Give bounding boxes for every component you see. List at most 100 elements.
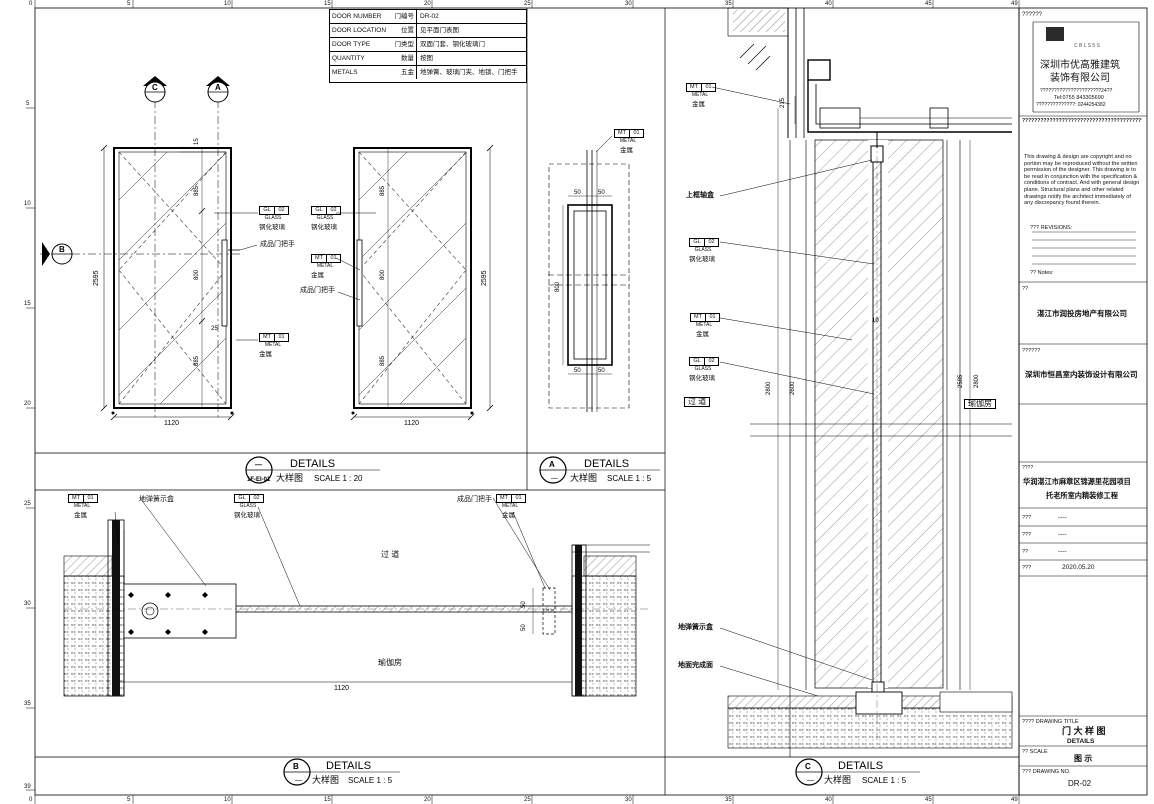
row-label-en: DOOR TYPE bbox=[332, 41, 371, 48]
dim-b-width: 1120 bbox=[334, 685, 349, 692]
section-marker-c: C bbox=[143, 76, 167, 103]
client-name: 湛江市润投房地产有限公司 bbox=[1037, 309, 1127, 318]
svg-text:—: — bbox=[551, 475, 558, 482]
project-name: 华润湛江市麻章区锦源里花园项目 bbox=[1023, 477, 1131, 486]
svg-text:大样图: 大样图 bbox=[824, 774, 851, 785]
door-elevation-left bbox=[40, 100, 240, 421]
detail-title-c: C — DETAILS 大样图 SCALE 1 : 5 bbox=[795, 758, 920, 786]
company-name: 深圳市优高雅建筑 bbox=[1040, 60, 1120, 71]
dim-885b: 885 bbox=[194, 355, 200, 366]
detail-title-a: A — DETAILS 大样图 SCALE 1 : 5 bbox=[539, 456, 660, 484]
ruler-tick: 20 bbox=[424, 1, 431, 7]
handle-label: 成品门把手 bbox=[300, 287, 335, 294]
ruler-tick: 25 bbox=[24, 501, 31, 507]
floor-spring-label: 地弹簧示盒 bbox=[139, 496, 174, 503]
ruler-tick: 35 bbox=[725, 797, 732, 803]
svg-text:SCALE 1 : 5: SCALE 1 : 5 bbox=[348, 776, 393, 785]
dim-15: 15 bbox=[194, 138, 200, 145]
svg-text:B: B bbox=[293, 762, 299, 771]
project-name-2: 托老所室内精装修工程 bbox=[1046, 491, 1118, 500]
ruler-tick: 40 bbox=[825, 797, 832, 803]
scale-label: ?? SCALE bbox=[1022, 749, 1048, 755]
svg-text:C: C bbox=[805, 762, 811, 771]
ruler-tick: 35 bbox=[24, 701, 31, 707]
svg-text:SCALE 1 : 5: SCALE 1 : 5 bbox=[862, 776, 907, 785]
dim-width-right: 1120 bbox=[404, 420, 419, 427]
detail-b-drawing bbox=[63, 519, 650, 697]
ruler-tick: 15 bbox=[324, 797, 331, 803]
drawing-title: 门 大 样 图 bbox=[1062, 726, 1106, 736]
ruler-tick: 25 bbox=[524, 797, 531, 803]
info-value: ---- bbox=[1058, 514, 1067, 521]
svg-text:大样图: 大样图 bbox=[312, 774, 339, 785]
dim-c-2800b: 2800 bbox=[974, 374, 980, 388]
ruler-tick: 0 bbox=[29, 797, 33, 803]
designer-name: 深圳市恒昌室内装饰设计有限公司 bbox=[1025, 370, 1138, 379]
section-marker-b: B bbox=[42, 242, 73, 266]
yoga-room-label: 瑜伽房 bbox=[378, 658, 402, 667]
drawing-title-label: ???? DRAWING TITLE bbox=[1022, 719, 1079, 725]
dim-c-2600: 2600 bbox=[790, 381, 796, 395]
row-label-cn: 门编号 bbox=[394, 13, 415, 20]
yoga-room-label-c: 瑜伽房 bbox=[964, 399, 996, 409]
drawing-no: DR-02 bbox=[1068, 779, 1092, 788]
title-block-header: ?????? bbox=[1022, 12, 1043, 18]
dim-800-r: 800 bbox=[380, 269, 386, 280]
ruler-tick: 15 bbox=[324, 1, 331, 7]
company-fax: ??????????????: 0244254382 bbox=[1036, 102, 1106, 108]
table-row: DOOR NUMBER 门编号 DR-02 bbox=[330, 10, 526, 24]
section-marker-a: A bbox=[206, 76, 230, 103]
cn-notes: ????????????????????????????????????????… bbox=[1022, 118, 1142, 124]
svg-text:DETAILS: DETAILS bbox=[290, 458, 335, 470]
row-value: DR-02 bbox=[416, 10, 526, 23]
ruler-tick: 20 bbox=[24, 401, 31, 407]
dim-c-215: 215 bbox=[780, 97, 786, 108]
row-label-en: QUANTITY bbox=[332, 55, 365, 62]
detail-title-b: B — DETAILS 大样图 SCALE 1 : 5 bbox=[283, 758, 400, 786]
row-label-cn: 门类型 bbox=[394, 41, 415, 48]
row-label-en: DOOR LOCATION bbox=[332, 27, 387, 34]
svg-text:—: — bbox=[255, 462, 262, 469]
dim-885: 885 bbox=[194, 185, 200, 196]
svg-text:DETAILS: DETAILS bbox=[584, 458, 629, 470]
dim-b-50-1: 50 bbox=[521, 601, 527, 608]
dim-25: 25 bbox=[211, 326, 218, 332]
svg-text:1F-EI-01: 1F-EI-01 bbox=[247, 477, 271, 483]
corridor-label-c: 过 道 bbox=[684, 397, 711, 407]
svg-text:A: A bbox=[549, 460, 555, 469]
logo-subtitle: C B L S 5 S bbox=[1074, 43, 1100, 49]
detail-title-1: — 1F-EI-01 DETAILS 大样图 SCALE 1 : 20 bbox=[245, 456, 380, 484]
ruler-tick: 45 bbox=[925, 1, 932, 7]
svg-text:A: A bbox=[215, 83, 221, 92]
ruler-tick: 30 bbox=[625, 797, 632, 803]
ruler-tick: 0 bbox=[29, 1, 33, 7]
svg-text:C: C bbox=[152, 83, 158, 92]
ruler-tick: 15 bbox=[24, 301, 31, 307]
floor-finish-label: 地面完成面 bbox=[678, 662, 713, 669]
svg-text:—: — bbox=[295, 777, 302, 784]
dim-800: 800 bbox=[194, 269, 200, 280]
designer-label: ?????? bbox=[1022, 348, 1041, 354]
row-label-cn: 位置 bbox=[401, 27, 414, 34]
logo: A Y高雅 bbox=[1067, 27, 1107, 39]
info-label: ??? bbox=[1022, 532, 1032, 538]
client-label: ?? bbox=[1022, 286, 1029, 292]
dim-a-800: 800 bbox=[555, 281, 561, 292]
notes-label: ?? Notes: bbox=[1030, 270, 1054, 276]
svg-text:SCALE 1 : 20: SCALE 1 : 20 bbox=[314, 474, 363, 483]
ruler-tick: 49 bbox=[1011, 797, 1018, 803]
table-row: DOOR LOCATION 位置 见平面门表图 bbox=[330, 24, 526, 38]
ruler-tick: 30 bbox=[24, 601, 31, 607]
dim-width-left: 1120 bbox=[164, 420, 179, 427]
ruler-tick: 30 bbox=[625, 1, 632, 7]
detail-a-drawing bbox=[548, 150, 630, 412]
handle-label: 成品门把手 bbox=[457, 496, 492, 503]
